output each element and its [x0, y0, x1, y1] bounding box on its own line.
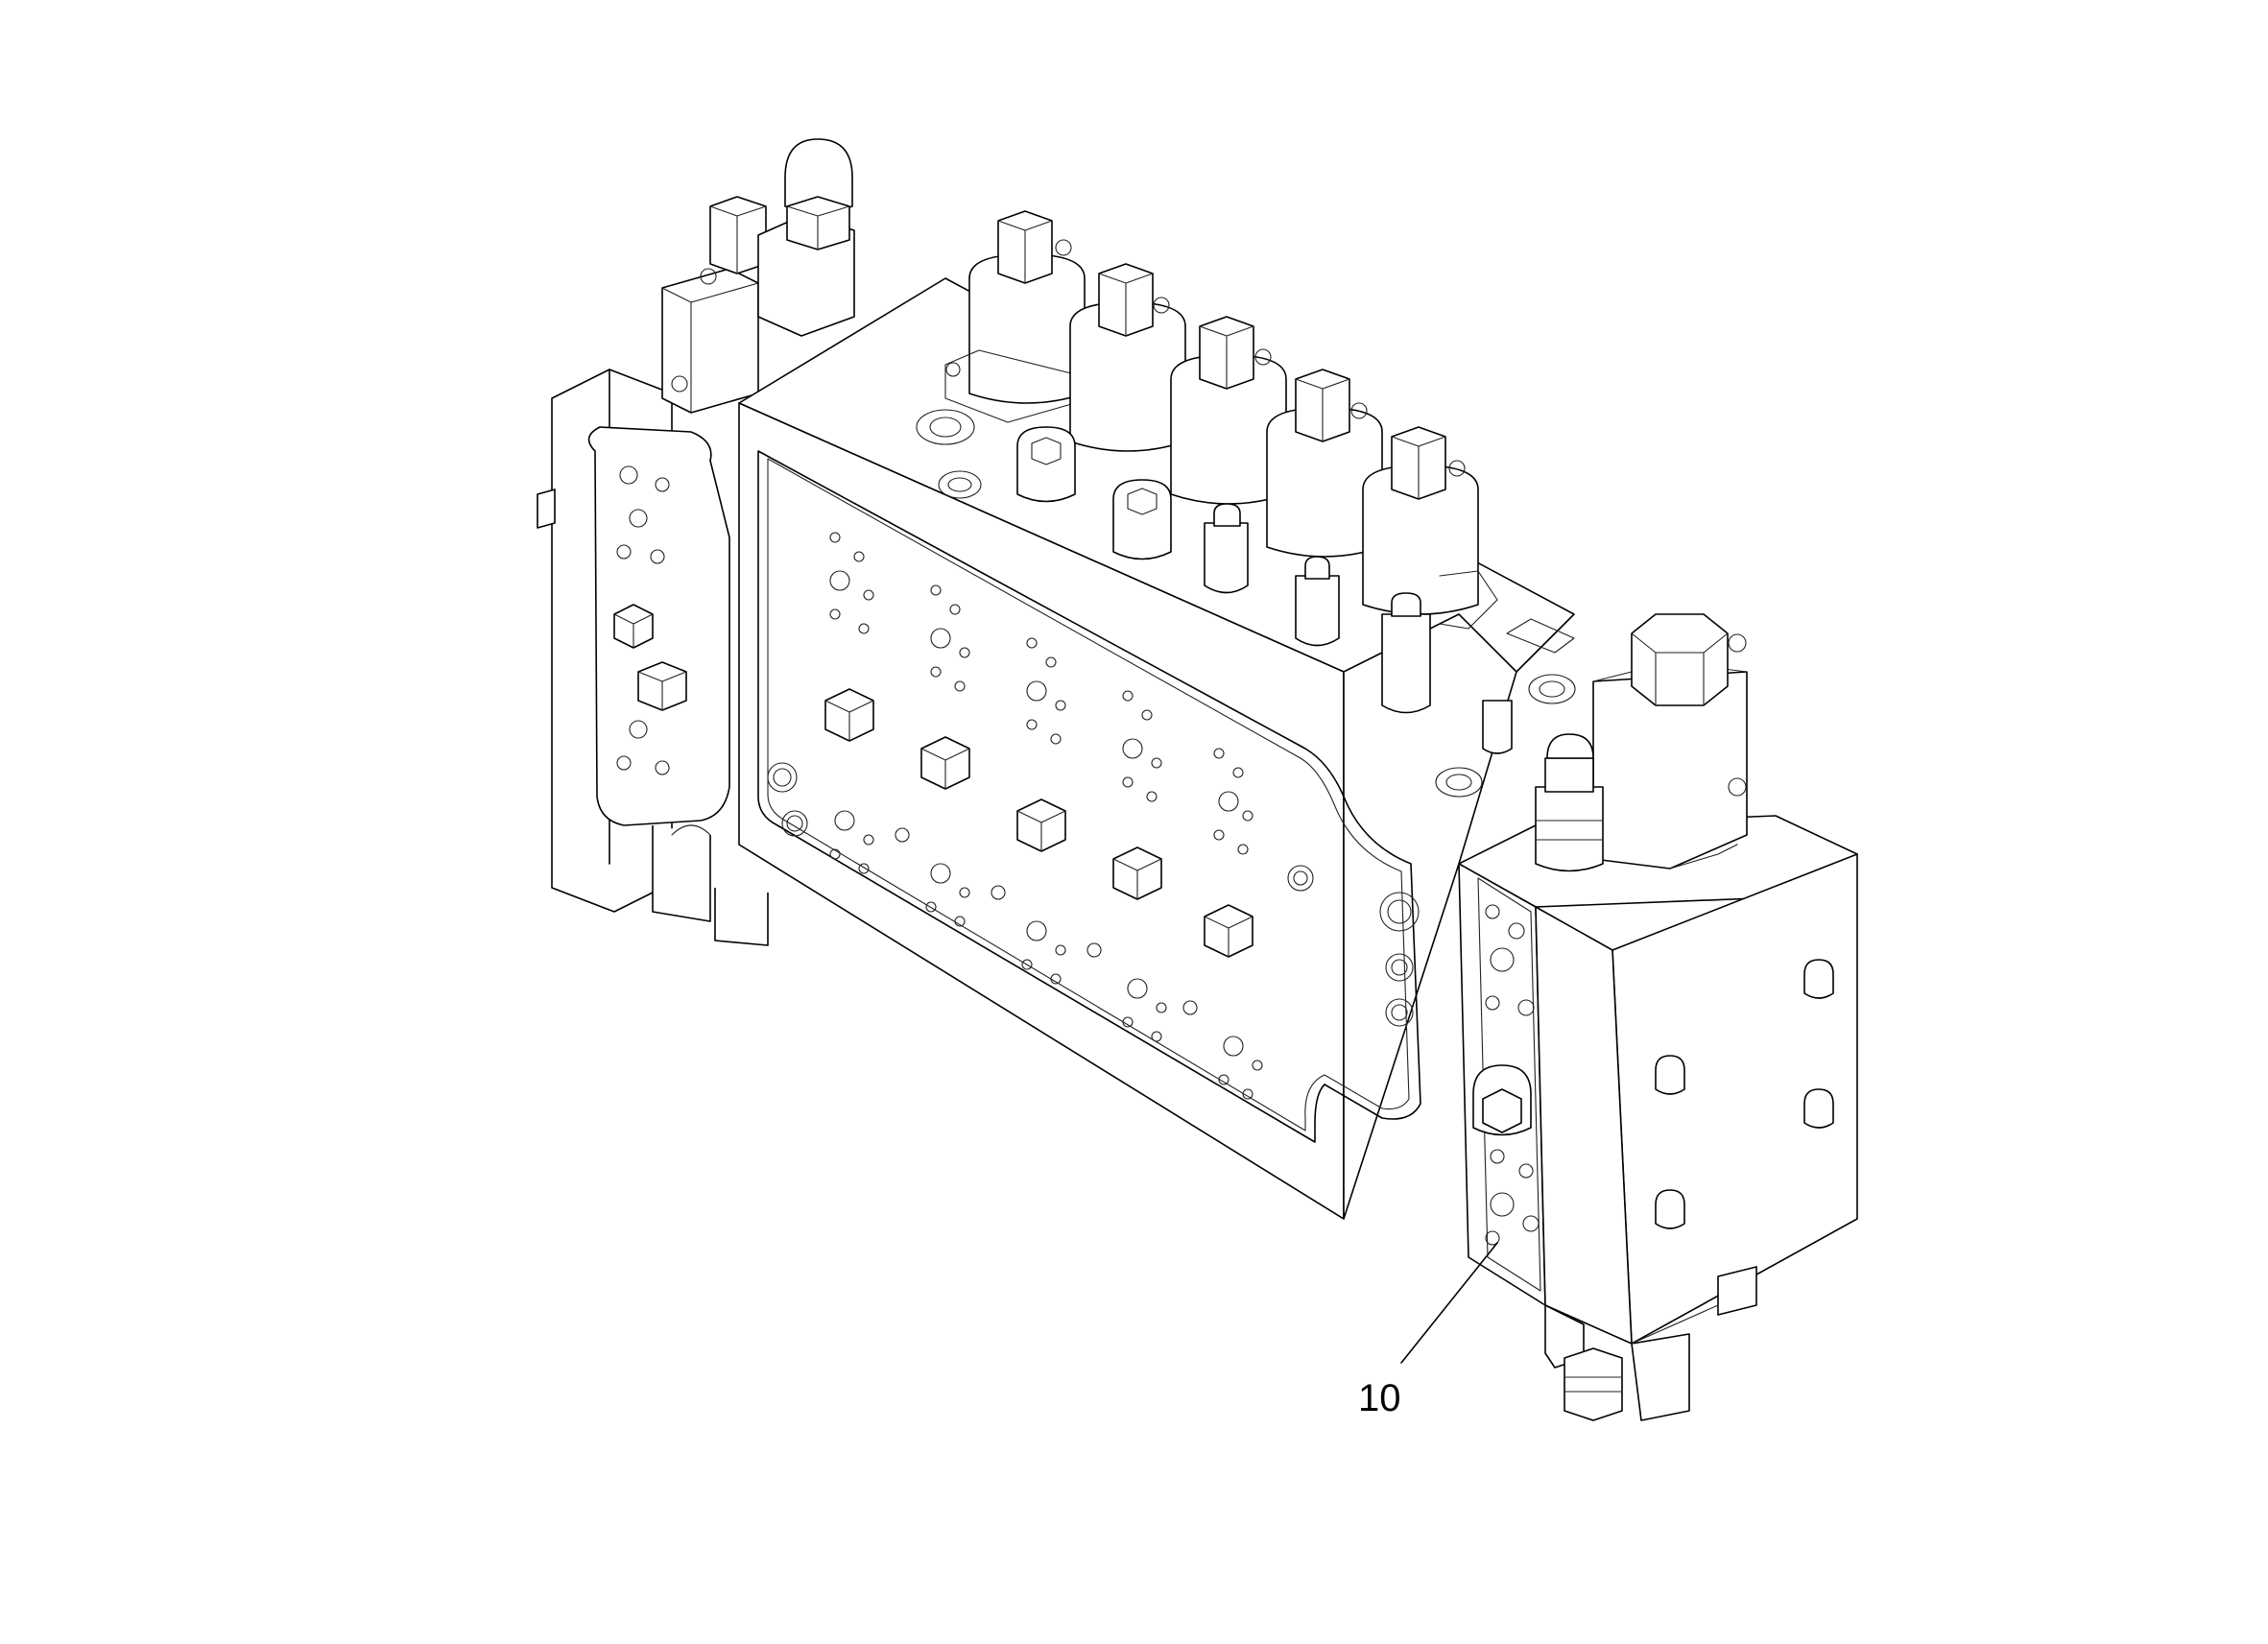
callout-10-leader [1400, 1242, 1498, 1364]
inlet-end-section [1458, 613, 1858, 1421]
top-section-valves [916, 210, 1576, 798]
callout-10-label: 10 [1358, 1377, 1401, 1419]
left-top-valves [661, 138, 855, 414]
callout-10: 10 [1358, 1242, 1498, 1419]
left-end-section [537, 369, 769, 946]
